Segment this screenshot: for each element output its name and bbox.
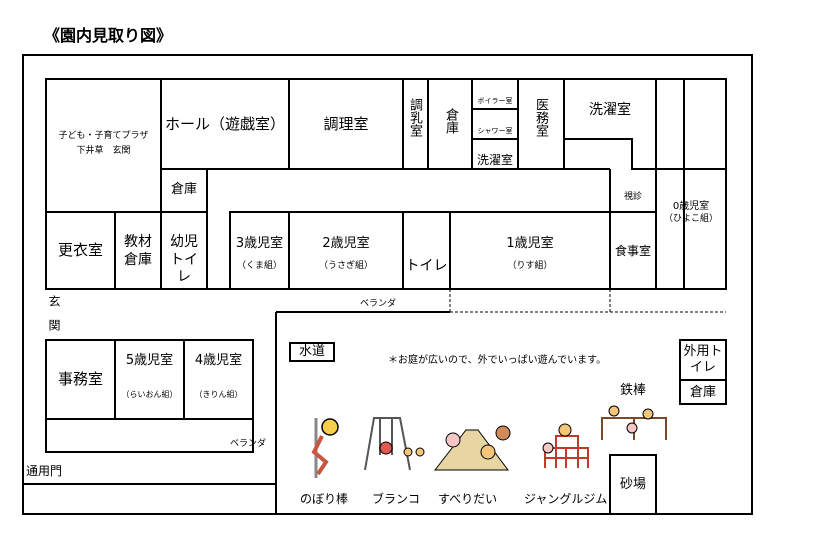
swing-label: ブランコ [372,492,421,506]
wall-east-wing [683,78,727,290]
veranda-bottom-label: ベランダ [230,439,267,449]
room-laundry: 洗濯室 [589,102,631,118]
room-age3: 3歳児室 [235,236,284,251]
veranda-top-label: ベランダ [360,299,397,309]
room-storage-top: 倉庫 [443,108,458,134]
room-laundry-small: 洗濯室 [476,153,513,167]
room-toddler-toilet: 幼児トイレ [170,234,198,285]
pole-illustration [311,418,339,478]
veranda-bottom-line [45,419,254,453]
room-age5: 5歳児室 [125,353,174,368]
garden-note: ＊お庭が広いので、外でいっぱい遊んでいます。 [388,355,607,366]
room-age4-group: （きりん組） [194,390,243,399]
room-materials: 教材倉庫 [124,234,152,268]
wall-age0 [655,168,727,290]
room-milk: 調乳室 [407,98,422,137]
water-box [289,342,335,362]
room-age1-group: （りす組） [507,261,553,271]
veranda-top-line [275,311,450,514]
outdoor-storage-box [679,379,727,405]
outdoor-storage-label: 倉庫 [689,385,716,400]
room-age3-group: （くま組） [236,261,282,271]
room-age0: 0歳児室 [672,201,710,212]
room-medical: 医務室 [533,98,548,137]
room-age4: 4歳児室 [194,353,243,368]
water-label: 水道 [298,344,325,359]
room-boiler: ボイラー室 [477,97,513,105]
room-locker: 更衣室 [57,241,103,259]
wall-laundry [563,78,685,170]
service-gate-label: 通用門 [26,464,63,478]
sandbox-box [609,454,657,515]
room-age5-group: （らいおん組） [121,390,178,399]
slide-label: すべりだい [438,492,498,506]
outdoor-toilet-label: 外用トイレ [683,344,723,375]
veranda-top-dashed [449,289,726,313]
room-dining: 食事室 [614,244,651,258]
iron-bar-illustration [601,405,667,440]
room-toilet: トイレ [405,258,448,274]
entrance-side-label: 玄関 [47,295,61,343]
wall-toilet [402,211,451,290]
pole-label: のぼり棒 [300,492,349,506]
room-age2-group: （うさぎ組） [318,261,373,271]
room-age2: 2歳児室 [322,236,370,251]
map-title: 《園内見取り図》 [44,26,173,45]
room-age1: 1歳児室 [506,236,554,251]
wall-age5 [114,339,185,420]
site-boundary [22,54,753,515]
iron-bar-label: 鉄棒 [620,383,647,398]
slide-illustration [433,425,511,471]
checkup-label: 視診 [623,192,642,202]
room-shower: シャワー室 [477,127,513,135]
jungle-gym-illustration [542,423,589,468]
swing-illustration [364,417,425,471]
room-kitchen: 調理室 [323,115,369,133]
room-office: 事務室 [57,370,103,388]
room-hall: ホール（遊戯室） [164,115,285,133]
entrance-label-1: 子ども・子育てプラザ [58,131,149,141]
sandbox-label: 砂場 [619,477,646,492]
room-age0-group: （ひよこ組） [663,214,718,224]
jungle-gym-label: ジャングルジム [524,492,608,506]
entrance-label-2: 下井草 玄関 [76,146,131,156]
room-storage-mid: 倉庫 [170,182,197,197]
wall-age4 [183,339,254,420]
